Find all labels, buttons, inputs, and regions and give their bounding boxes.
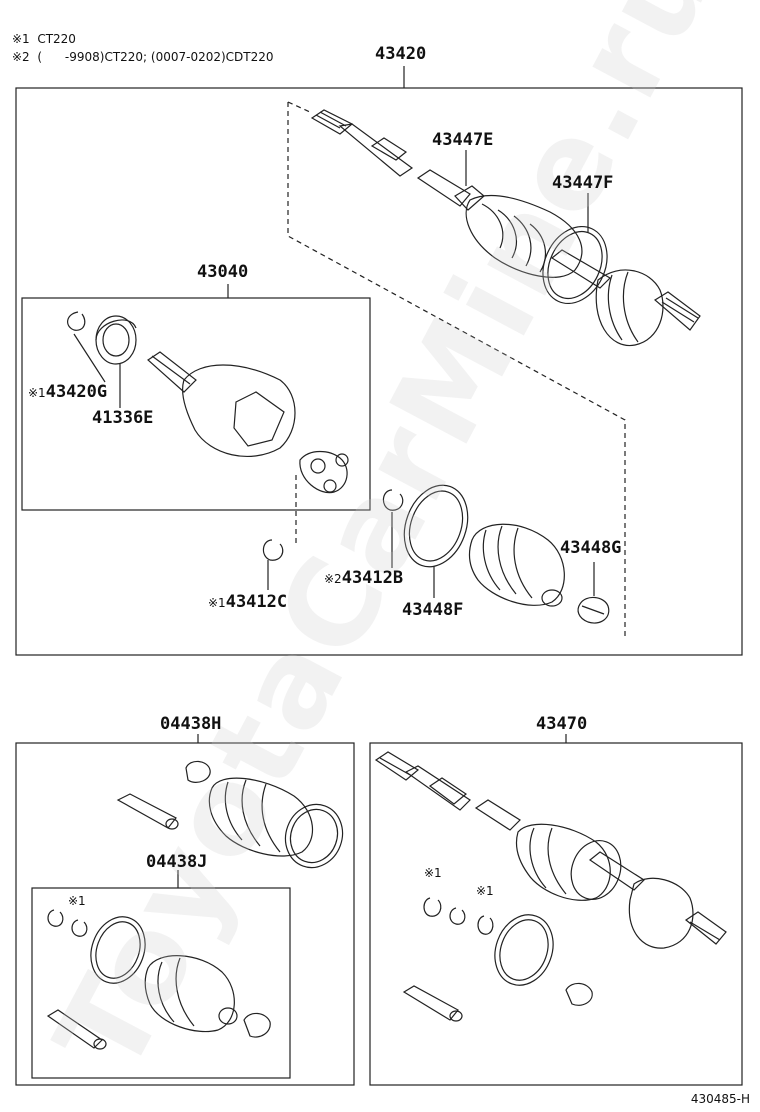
- label-04438H[interactable]: 04438H: [160, 714, 222, 734]
- mark-43420G: ※1: [28, 386, 46, 400]
- label-43412B[interactable]: ※243412B: [324, 568, 403, 588]
- inner-joint-parts: [67, 311, 349, 494]
- boot-lower: [468, 523, 565, 607]
- note-2: ※2 ( -9908)CT220; (0007-0202)CDT220: [12, 50, 274, 64]
- label-43448G[interactable]: 43448G: [560, 538, 622, 558]
- label-43412C[interactable]: ※143412C: [208, 592, 287, 612]
- label-43447E[interactable]: 43447E: [432, 130, 494, 150]
- label-43420[interactable]: 43420: [375, 44, 427, 64]
- boot-clamp-lower: [577, 596, 610, 624]
- snap-ring-b: [382, 489, 404, 511]
- label-41336E[interactable]: 41336E: [92, 408, 154, 428]
- bottom-right-loose-parts: [402, 897, 593, 1022]
- label-43412B-text: 43412B: [341, 568, 404, 588]
- mark-43470-b: ※1: [476, 884, 494, 898]
- boot-band-ring: [403, 484, 469, 568]
- snap-ring-c: [262, 539, 284, 561]
- mark-04438J: ※1: [68, 894, 86, 908]
- mark-43412C: ※1: [208, 596, 226, 610]
- reference-code: 430485-H: [690, 1092, 750, 1106]
- inner-kit-frame: [31, 887, 291, 1079]
- mark-43470-a: ※1: [424, 866, 442, 880]
- label-43470[interactable]: 43470: [536, 714, 588, 734]
- kit-outer-parts: [116, 760, 344, 869]
- bottom-right-frame: [369, 742, 743, 1086]
- driveshaft-bottom: [374, 751, 727, 949]
- inner-joint-frame: [21, 297, 371, 511]
- note-1: ※1 CT220: [12, 32, 76, 46]
- mark-43412B: ※2: [324, 572, 342, 586]
- label-04438J[interactable]: 04438J: [146, 852, 208, 872]
- bottom-left-frame: [15, 742, 355, 1086]
- driveshaft-top: [310, 109, 701, 347]
- label-43412C-text: 43412C: [225, 592, 288, 612]
- kit-inner-parts: [46, 909, 271, 1050]
- label-43420G[interactable]: ※143420G: [28, 382, 107, 402]
- assembly-dashed-boundary: [287, 102, 626, 636]
- label-43420G-text: 43420G: [45, 382, 108, 402]
- label-43447F[interactable]: 43447F: [552, 173, 614, 193]
- leader-43420G: [73, 333, 106, 383]
- top-group-frame: [15, 87, 743, 656]
- label-43040[interactable]: 43040: [197, 262, 249, 282]
- label-43448F[interactable]: 43448F: [402, 600, 464, 620]
